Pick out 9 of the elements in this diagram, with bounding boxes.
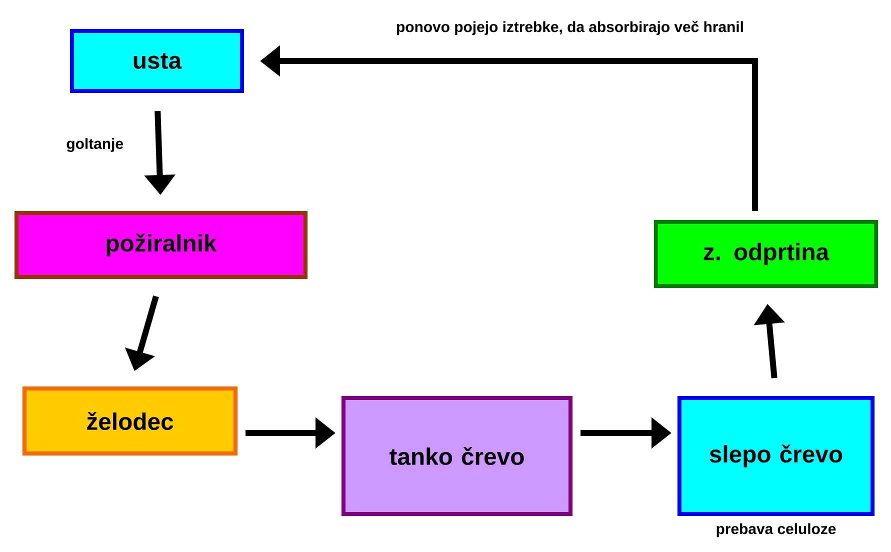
process-box: z. odprtina [654, 220, 878, 288]
process-box: usta [70, 29, 244, 93]
process-box: požiralnik [14, 211, 308, 279]
caption-text: prebava celuloze [716, 523, 836, 538]
process-box: želodec [22, 386, 238, 456]
process-box: slepo črevo [678, 396, 874, 516]
process-box: tanko črevo [342, 396, 572, 516]
edge-label: goltanje [66, 138, 123, 152]
edge-label: ponovo pojejo iztrebke, da absorbirajo več hranil [397, 20, 743, 36]
